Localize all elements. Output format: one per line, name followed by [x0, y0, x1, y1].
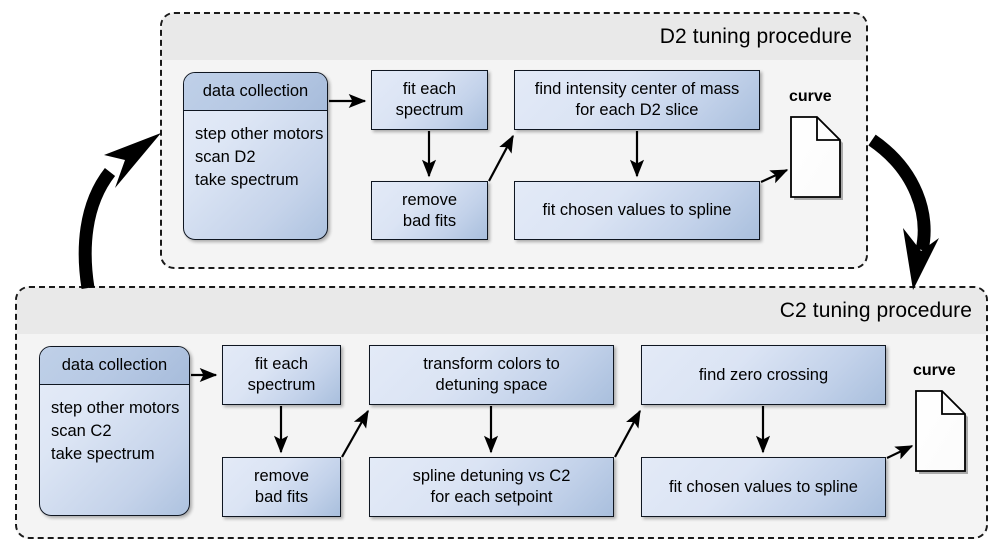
step-c2-remove-bad-fits-line-1: remove [253, 467, 310, 486]
step-c2-fit-each-spectrum-line-1: fit each [254, 355, 309, 374]
step-d2-fit-each-spectrum: fit each spectrum [371, 70, 488, 130]
panel-d2-header: D2 tuning procedure [162, 14, 866, 60]
step-d2-dc-line-2: scan D2 [195, 147, 256, 166]
step-d2-remove-bad-fits: remove bad fits [371, 181, 488, 240]
panel-d2-title: D2 tuning procedure [659, 25, 852, 48]
output-c2-curve-label: curve [913, 362, 956, 379]
step-c2-fit-each-spectrum-line-2: spectrum [247, 376, 316, 394]
step-c2-data-collection-body: step other motors scan C2 take spectrum [40, 385, 189, 465]
step-c2-spline-detuning-line-1: spline detuning vs C2 [412, 467, 571, 486]
step-d2-remove-bad-fits-line-1: remove [401, 190, 458, 209]
step-c2-dc-line-2: scan C2 [51, 421, 112, 440]
step-c2-transform-colors-to-detuning-space: transform colors to detuning space [369, 345, 614, 405]
step-d2-fit-chosen-line-1: fit chosen values to spline [542, 201, 732, 220]
step-d2-data-collection-body: step other motors scan D2 take spectrum [184, 111, 327, 191]
loop-arrow-down-right [868, 134, 939, 290]
step-c2-data-collection: data collection step other motors scan C… [39, 346, 190, 516]
output-d2-curve-label: curve [789, 88, 832, 105]
step-c2-data-collection-header: data collection [40, 347, 189, 385]
step-d2-fit-chosen-values-to-spline: fit chosen values to spline [514, 181, 760, 240]
step-c2-remove-bad-fits-line-2: bad fits [254, 488, 309, 506]
step-d2-remove-bad-fits-line-2: bad fits [402, 211, 457, 230]
step-c2-transform-colors-line-2: detuning space [435, 376, 548, 394]
panel-c2-header: C2 tuning procedure [17, 288, 986, 334]
step-c2-dc-line-3: take spectrum [51, 444, 155, 463]
loop-arrow-up-left [78, 133, 161, 290]
step-d2-data-collection-header: data collection [184, 73, 327, 111]
step-d2-fit-each-spectrum-line-1: fit each [402, 80, 457, 99]
panel-c2-title: C2 tuning procedure [779, 299, 972, 322]
step-c2-find-zero-crossing: find zero crossing [641, 345, 886, 405]
step-c2-transform-colors-line-1: transform colors to [423, 355, 560, 374]
step-c2-spline-detuning-line-2: for each setpoint [430, 488, 553, 506]
step-d2-find-intensity-center-of-mass: find intensity center of mass for each D… [514, 70, 760, 130]
step-c2-fit-each-spectrum: fit each spectrum [222, 345, 341, 405]
step-c2-fit-chosen-line-1: fit chosen values to spline [669, 477, 858, 496]
step-c2-dc-line-1: step other motors [51, 399, 180, 417]
step-d2-data-collection: data collection step other motors scan D… [183, 72, 328, 240]
step-d2-fit-each-spectrum-line-2: spectrum [395, 101, 464, 119]
step-d2-dc-line-1: step other motors [195, 125, 324, 143]
step-d2-find-com-line-2: for each D2 slice [575, 101, 699, 119]
step-c2-find-zero-crossing-line-1: find zero crossing [698, 365, 829, 384]
step-d2-dc-line-3: take spectrum [195, 170, 299, 189]
step-c2-spline-detuning-vs-c2: spline detuning vs C2 for each setpoint [369, 457, 614, 517]
step-c2-remove-bad-fits: remove bad fits [222, 457, 341, 517]
step-c2-fit-chosen-values-to-spline: fit chosen values to spline [641, 457, 886, 517]
step-d2-find-com-line-1: find intensity center of mass [534, 80, 740, 99]
